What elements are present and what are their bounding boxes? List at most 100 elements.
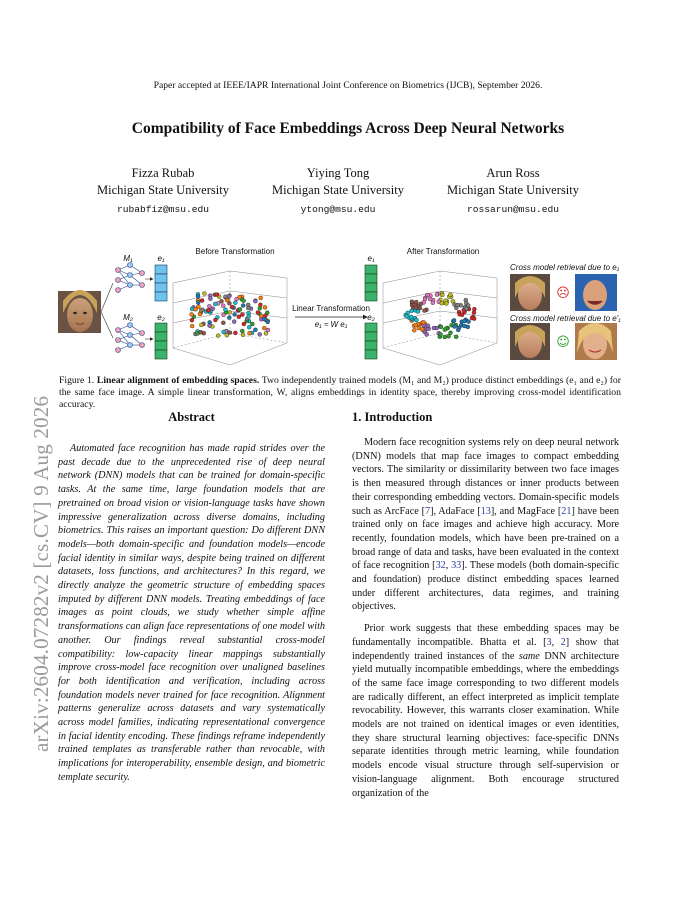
embedding-point	[417, 305, 423, 311]
label-m2: M₂	[123, 313, 133, 322]
author-name: Yiying Tong	[306, 166, 370, 180]
embedding-point	[240, 332, 246, 338]
citation-link[interactable]: 13	[480, 505, 491, 517]
retrieval-bottom-result-face	[575, 323, 617, 360]
embedding-point	[430, 300, 435, 305]
embedding-point	[438, 332, 443, 337]
embedding-point	[442, 327, 447, 332]
caption-label: Figure 1.	[59, 375, 95, 386]
embedding-point	[214, 292, 220, 297]
embedding-point	[226, 294, 232, 299]
transform-label: Linear Transformation	[292, 304, 370, 313]
citation-link[interactable]: 3	[546, 636, 552, 648]
citation-link[interactable]: 2	[560, 636, 566, 648]
embedding-point	[439, 301, 444, 306]
embedding-point	[472, 306, 477, 312]
embedding-point	[466, 319, 471, 324]
citation-link[interactable]: 32	[435, 560, 446, 572]
embedding-point	[206, 308, 211, 313]
embedding-point	[409, 314, 414, 320]
embedding-point	[215, 333, 221, 338]
embedding-point	[464, 306, 469, 311]
before-point-cloud	[189, 291, 271, 338]
author-affiliation: Michigan State University	[272, 183, 404, 197]
embedding-point	[469, 315, 475, 321]
embedding-point	[438, 324, 444, 330]
embedding-point	[233, 300, 238, 305]
embedding-point	[442, 334, 447, 340]
embedding-point	[462, 318, 467, 324]
embedding-point	[196, 304, 201, 309]
embedding-point	[460, 312, 465, 318]
author-email: rubabfiz@msu.edu	[116, 204, 210, 215]
embedding-point	[189, 323, 195, 329]
embedding-point	[224, 332, 230, 338]
abstract-heading: Abstract	[168, 410, 215, 424]
embedding-point	[223, 294, 228, 299]
embedding-point	[257, 306, 263, 311]
embedding-point	[409, 299, 415, 304]
network-m2-icon	[115, 322, 145, 353]
author-affiliation: Michigan State University	[447, 183, 579, 197]
label-e1: e₁	[158, 254, 165, 263]
before-transformation-label: Before Transformation	[195, 247, 274, 256]
after-3d-axes	[382, 270, 498, 366]
embedding-point	[412, 328, 417, 333]
citation-link[interactable]: 7	[424, 505, 431, 517]
author-affiliation: Michigan State University	[97, 183, 229, 197]
embedding-point	[263, 331, 269, 336]
embedding-point	[420, 327, 425, 332]
embedding-point	[455, 302, 460, 308]
embedding-point	[246, 324, 252, 330]
author-email: ytong@msu.edu	[300, 204, 376, 215]
embedding-point	[195, 300, 201, 305]
label-m1: M₁	[123, 254, 133, 263]
label-e1-after: e₁	[368, 254, 375, 263]
embedding-e1-bar	[154, 264, 168, 302]
embedding-point	[404, 313, 409, 319]
embedding-point	[213, 317, 218, 323]
embedding-point	[195, 294, 201, 299]
embedding-point	[208, 296, 213, 301]
citation-link[interactable]: 21	[561, 505, 572, 517]
author-email: rossarun@msu.edu	[466, 204, 560, 215]
after-point-cloud	[403, 291, 477, 340]
embedding-point	[240, 303, 246, 308]
embedding-point	[262, 325, 267, 331]
network-m1-icon	[115, 262, 145, 293]
embedding-point	[462, 323, 467, 329]
embedding-point	[207, 323, 212, 328]
embedding-point	[452, 324, 457, 329]
retrieval-top-result-face	[575, 274, 617, 311]
embedding-point	[262, 305, 268, 310]
after-transformation-label: After Transformation	[407, 247, 479, 256]
embedding-point	[424, 332, 429, 337]
retrieval-top-label: Cross model retrieval due to e₁	[510, 263, 620, 272]
embedding-point	[247, 331, 252, 336]
embedding-point	[253, 327, 258, 333]
figure-1: M₁ M₂ e₁ e₂ Before Transformation Linear…	[55, 243, 630, 368]
embedding-point	[207, 304, 212, 309]
embedding-point	[454, 334, 459, 340]
intro-paragraph-1: Modern face recognition systems rely on …	[352, 437, 620, 613]
venue-line: Paper accepted at IEEE/IAPR Internationa…	[153, 80, 543, 91]
embedding-point	[409, 308, 414, 314]
embedding-point	[232, 312, 237, 317]
embedding-point	[240, 328, 245, 334]
embedding-point	[413, 305, 419, 310]
retrieval-bottom-query-face	[510, 323, 550, 360]
embedding-point	[189, 317, 195, 323]
embedding-point	[241, 298, 246, 303]
embedding-point	[246, 305, 251, 311]
caption-bold: Linear alignment of embedding spaces.	[96, 375, 260, 386]
arxiv-stamp: arXiv:2604.07282v2 [cs.CV] 9 Aug 2026	[29, 395, 53, 752]
citation-link[interactable]: 33	[451, 560, 462, 572]
introduction-heading: 1. Introduction	[352, 410, 433, 424]
embedding-point	[227, 315, 232, 320]
embedding-point	[202, 291, 207, 296]
embedding-point	[422, 308, 427, 313]
face-to-m1-link	[100, 282, 114, 313]
embedding-point	[422, 296, 428, 302]
embedding-point	[418, 301, 424, 307]
embedding-point	[221, 320, 226, 326]
